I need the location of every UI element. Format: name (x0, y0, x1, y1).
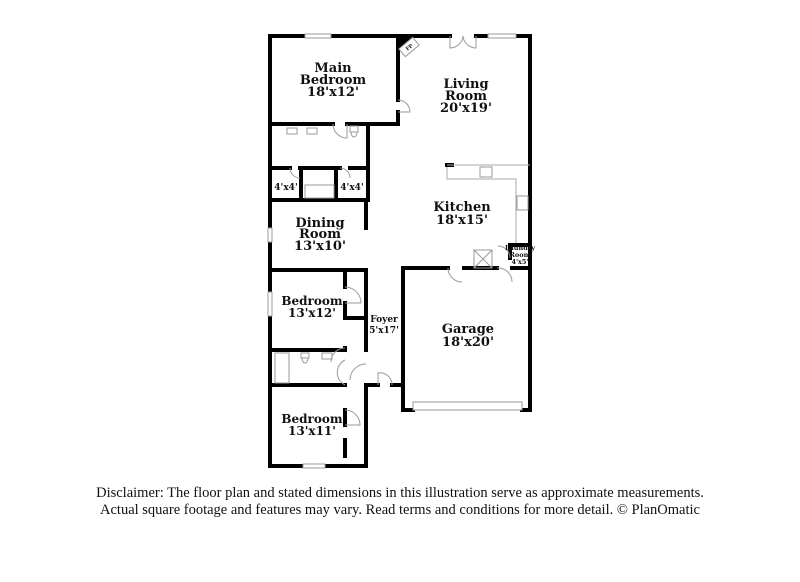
bathtub-icon (304, 184, 335, 199)
kitchen-sink-icon (479, 166, 493, 178)
outer-wall (268, 34, 532, 468)
windows (267, 33, 523, 469)
bathtub-icon (274, 352, 290, 384)
stove-icon (516, 195, 529, 211)
room-labels: Main Bedroom 18'x12' Living Room 20'x19'… (274, 43, 535, 438)
patio-door-icon (449, 35, 477, 49)
main-bedroom-label: Main (314, 61, 352, 76)
garage-size: 18'x20' (442, 335, 494, 350)
closet-size: 4'x4' (274, 183, 297, 193)
kitchen-label: Kitchen (433, 200, 491, 215)
toilet-icon (300, 352, 310, 364)
disclaimer-line-2: Actual square footage and features may v… (100, 502, 700, 518)
window (267, 291, 273, 317)
main-bedroom-label: Bedroom (300, 73, 367, 88)
kitchen-size: 18'x15' (436, 213, 488, 228)
fireplace-icon (398, 36, 420, 58)
toilet-icon (349, 125, 359, 138)
dining-room-label: Room (299, 227, 341, 242)
pantry-icon (473, 249, 493, 269)
bedroom-label: Bedroom (281, 412, 342, 426)
living-room-size: 20'x19' (440, 101, 492, 116)
fixtures (274, 35, 530, 426)
dining-room-size: 13'x10' (294, 239, 346, 254)
main-bedroom-size: 18'x12' (307, 85, 359, 100)
foyer-label: Foyer (370, 315, 398, 325)
closet-size: 4'x4' (340, 183, 363, 193)
laundry-room-size: 4'x5' (512, 258, 529, 266)
bedroom-size: 13'x11' (288, 424, 336, 438)
living-room-label: Living (443, 77, 488, 92)
garage-top-wall (401, 266, 532, 387)
dining-room-label: Dining (295, 216, 344, 231)
sink-icon (286, 127, 298, 135)
sink-icon (321, 352, 333, 360)
laundry-room-label: Laundry (505, 244, 535, 252)
bath-wall (268, 122, 370, 352)
garage-label: Garage (442, 322, 494, 337)
foyer-size: 5'x17' (369, 326, 399, 336)
living-room-label: Room (445, 89, 487, 104)
garage-door (412, 401, 523, 411)
bedroom-size: 13'x12' (288, 306, 336, 320)
kitchen-counter (446, 164, 530, 243)
hall-bath-wall (268, 346, 347, 458)
sink-icon (306, 127, 318, 135)
window (302, 463, 326, 469)
fireplace-label: FP (405, 43, 415, 52)
bedroom-label: Bedroom (281, 294, 342, 308)
window (304, 33, 332, 39)
laundry-room-label: Room (510, 251, 531, 259)
window (487, 33, 517, 39)
disclaimer-line-1: Disclaimer: The floor plan and stated di… (96, 485, 704, 501)
door-swing (289, 99, 513, 426)
window (267, 227, 273, 243)
